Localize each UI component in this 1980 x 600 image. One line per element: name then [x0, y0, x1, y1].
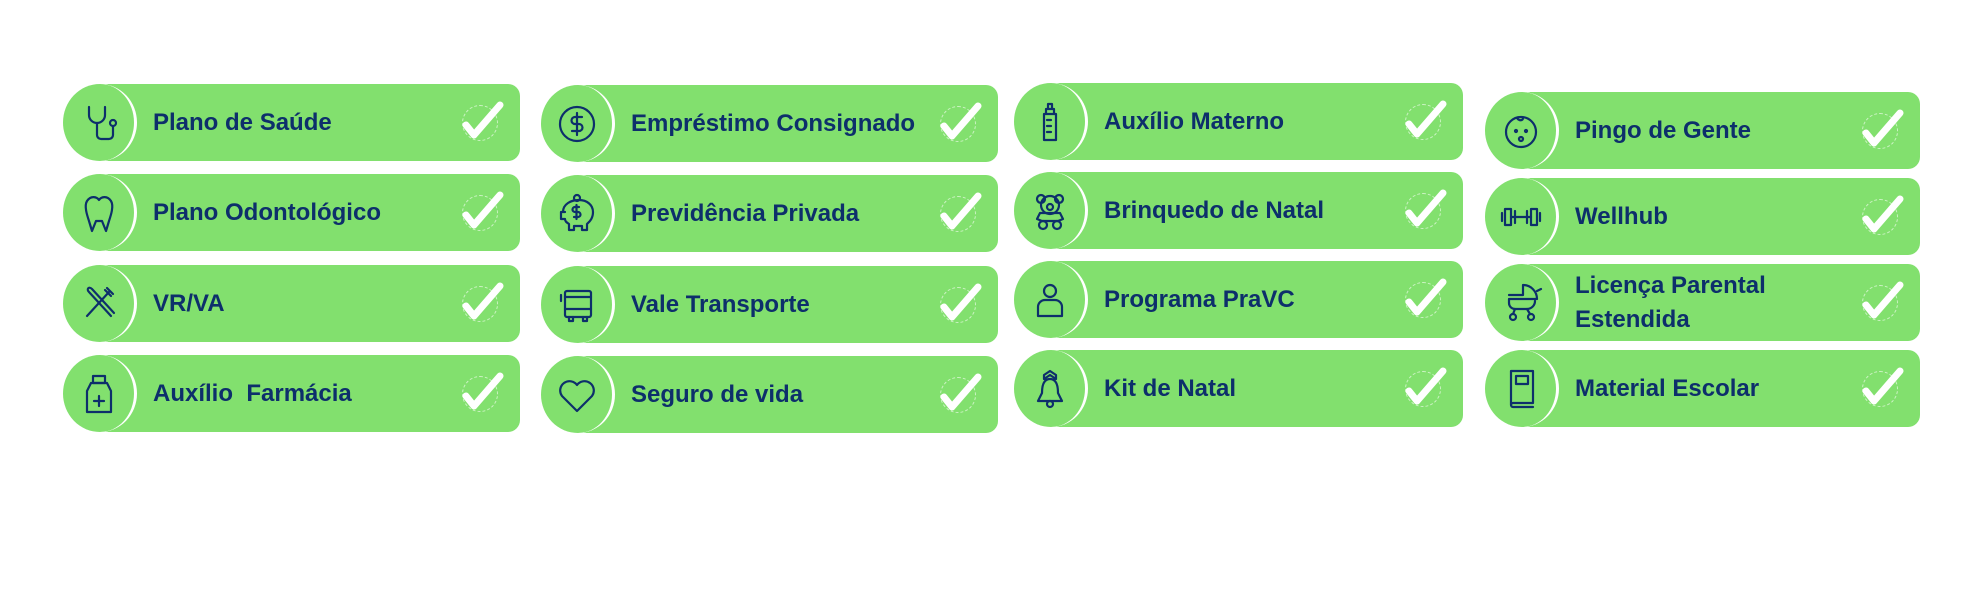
icon-circle [63, 174, 137, 251]
benefit-bar [1519, 92, 1920, 169]
fork-knife-icon [85, 286, 115, 317]
piggy-bank-icon [559, 193, 594, 231]
benefit-card: Plano de Saúde [63, 84, 520, 161]
benefit-card: Programa PraVC [1014, 261, 1463, 338]
benefit-bar [575, 85, 998, 162]
heart-icon [558, 379, 595, 412]
check-icon [1401, 187, 1449, 235]
check-icon [1858, 365, 1906, 413]
check-icon [936, 371, 984, 419]
benefit-card: Auxílio Farmácia [63, 355, 520, 432]
check-icon [1401, 365, 1449, 413]
check-icon [458, 99, 506, 147]
benefit-label: Auxílio Farmácia [153, 379, 352, 407]
benefit-bar [1048, 261, 1463, 338]
check-icon [1858, 193, 1906, 241]
benefit-bar [97, 265, 520, 342]
benefit-label: Kit de Natal [1104, 374, 1237, 402]
check-icon [936, 281, 984, 329]
check-icon [1858, 279, 1906, 327]
benefit-bar [1519, 178, 1920, 255]
icon-circle [1014, 350, 1088, 427]
icon-circle [1485, 350, 1559, 427]
baby-face-icon [1504, 115, 1537, 148]
benefit-card: Auxílio Materno [1014, 83, 1463, 160]
benefit-label: Empréstimo Consignado [631, 109, 916, 137]
benefit-card: Wellhub [1485, 178, 1920, 255]
benefit-label: Licença Parental Estendida [1575, 271, 1766, 333]
benefit-bar [1519, 264, 1920, 341]
benefit-label: Pingo de Gente [1575, 116, 1752, 144]
benefit-label: Vale Transporte [631, 290, 810, 318]
benefit-bar [575, 266, 998, 343]
check-icon [1401, 98, 1449, 146]
benefit-label: Seguro de vida [631, 380, 804, 408]
benefit-label: Previdência Privada [631, 199, 860, 227]
benefit-bar [575, 175, 998, 252]
dumbbell-icon [1500, 207, 1541, 226]
benefit-card: Empréstimo Consignado [541, 85, 998, 162]
check-icon [936, 190, 984, 238]
benefit-bar [1048, 350, 1463, 427]
icon-circle [63, 265, 137, 342]
dollar-coin-icon [558, 105, 595, 142]
icon-circle [541, 356, 615, 433]
benefit-card: Pingo de Gente [1485, 92, 1920, 169]
person-icon [1036, 283, 1063, 317]
icon-circle [1014, 83, 1088, 160]
icon-circle [1485, 92, 1559, 169]
tooth-icon [84, 195, 113, 232]
benefit-label: Wellhub [1575, 202, 1668, 230]
stethoscope-icon [87, 105, 117, 140]
teddy-bear-icon [1035, 193, 1064, 230]
icon-circle [63, 355, 137, 432]
benefit-label: Auxílio Materno [1104, 107, 1285, 135]
benefit-card: Brinquedo de Natal [1014, 172, 1463, 249]
benefit-bar [97, 174, 520, 251]
baby-bottle-icon [1042, 102, 1057, 141]
benefit-card: VR/VA [63, 265, 520, 342]
check-icon [458, 280, 506, 328]
icon-circle [541, 266, 615, 343]
benefit-card: Licença Parental Estendida [1485, 264, 1920, 341]
icon-circle [541, 85, 615, 162]
christmas-bell-icon [1036, 369, 1063, 408]
benefit-label: Plano Odontológico [153, 198, 381, 226]
check-icon [936, 100, 984, 148]
benefit-card: Kit de Natal [1014, 350, 1463, 427]
benefit-card: Plano Odontológico [63, 174, 520, 251]
benefit-bar [97, 84, 520, 161]
benefit-bar [1048, 172, 1463, 249]
benefit-label: Brinquedo de Natal [1104, 196, 1325, 224]
bus-icon [559, 289, 592, 322]
icon-circle [541, 175, 615, 252]
benefit-label: VR/VA [153, 289, 225, 317]
icon-circle [1485, 178, 1559, 255]
benefit-bar [575, 356, 998, 433]
check-icon [458, 370, 506, 418]
check-icon [1858, 107, 1906, 155]
benefit-card: Material Escolar [1485, 350, 1920, 427]
benefit-bar [1519, 350, 1920, 427]
medicine-bottle-icon [85, 374, 112, 413]
icon-circle [1485, 264, 1559, 341]
benefit-label: Plano de Saúde [153, 108, 332, 136]
benefit-card: Vale Transporte [541, 266, 998, 343]
benefit-bar [97, 355, 520, 432]
benefit-label: Programa PraVC [1104, 285, 1295, 313]
benefit-card: Previdência Privada [541, 175, 998, 252]
benefit-bar [1048, 83, 1463, 160]
icon-circle [1014, 261, 1088, 338]
check-icon [458, 189, 506, 237]
book-icon [1509, 369, 1534, 408]
stroller-icon [1507, 283, 1542, 321]
check-icon [1401, 276, 1449, 324]
benefit-label: Material Escolar [1575, 374, 1760, 402]
icon-circle [1014, 172, 1088, 249]
icon-circle [63, 84, 137, 161]
benefit-card: Seguro de vida [541, 356, 998, 433]
